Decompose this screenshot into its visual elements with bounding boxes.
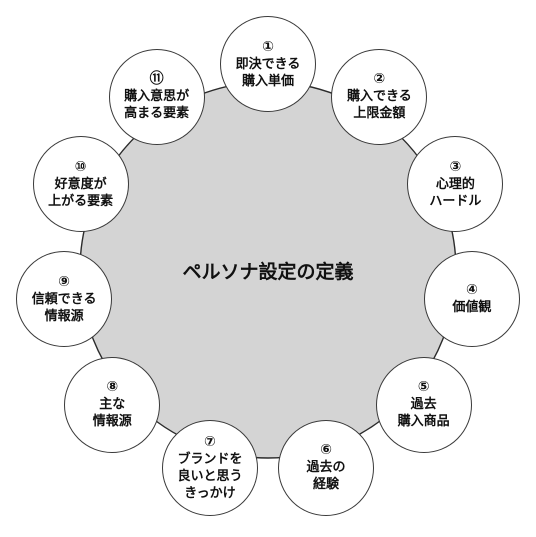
node-number: ⑩ [74, 158, 87, 175]
node-label-line: 情報源 [44, 308, 84, 324]
node-label-line: 心理的 [435, 176, 475, 192]
node-label-line: 購入意思が [124, 89, 190, 105]
node-label-line: 即決できる [235, 56, 301, 72]
node-label-line: 購入商品 [397, 414, 450, 430]
center-title: ペルソナ設定の定義 [182, 261, 354, 283]
node-number: ② [373, 71, 386, 88]
node-label-line: 過去 [410, 397, 437, 413]
node-number: ⑪ [149, 71, 164, 88]
node-label-line: 上がる要素 [48, 193, 114, 209]
node-label-line: 良いと思う [177, 468, 243, 484]
node-label-line: 主な [99, 397, 126, 413]
node-number: ⑤ [417, 379, 430, 396]
node-label-line: ブランドを [177, 451, 243, 467]
node-number: ⑦ [204, 433, 216, 450]
node-label-line: 好意度が [54, 176, 107, 192]
node-label-line: ハードル [429, 193, 482, 209]
node-label-line: 上限金額 [353, 106, 406, 122]
node-label-line: きっかけ [184, 485, 236, 501]
node-number: ⑥ [320, 442, 332, 459]
node-label-line: 価値観 [452, 300, 492, 316]
node-number: ① [262, 38, 274, 55]
node-number: ③ [449, 158, 462, 175]
node-number: ④ [465, 282, 478, 299]
node-label-line: 高まる要素 [124, 106, 190, 122]
node-label-line: 購入単価 [241, 73, 294, 89]
node-label-line: 情報源 [92, 414, 132, 430]
node-label-line: 経験 [313, 477, 340, 493]
node-label-line: 信頼できる [31, 291, 97, 307]
node-number: ⑨ [58, 273, 71, 290]
node-number: ⑧ [106, 379, 119, 396]
node-label-line: 過去の [306, 460, 346, 476]
node-label-line: 購入できる [346, 89, 412, 105]
